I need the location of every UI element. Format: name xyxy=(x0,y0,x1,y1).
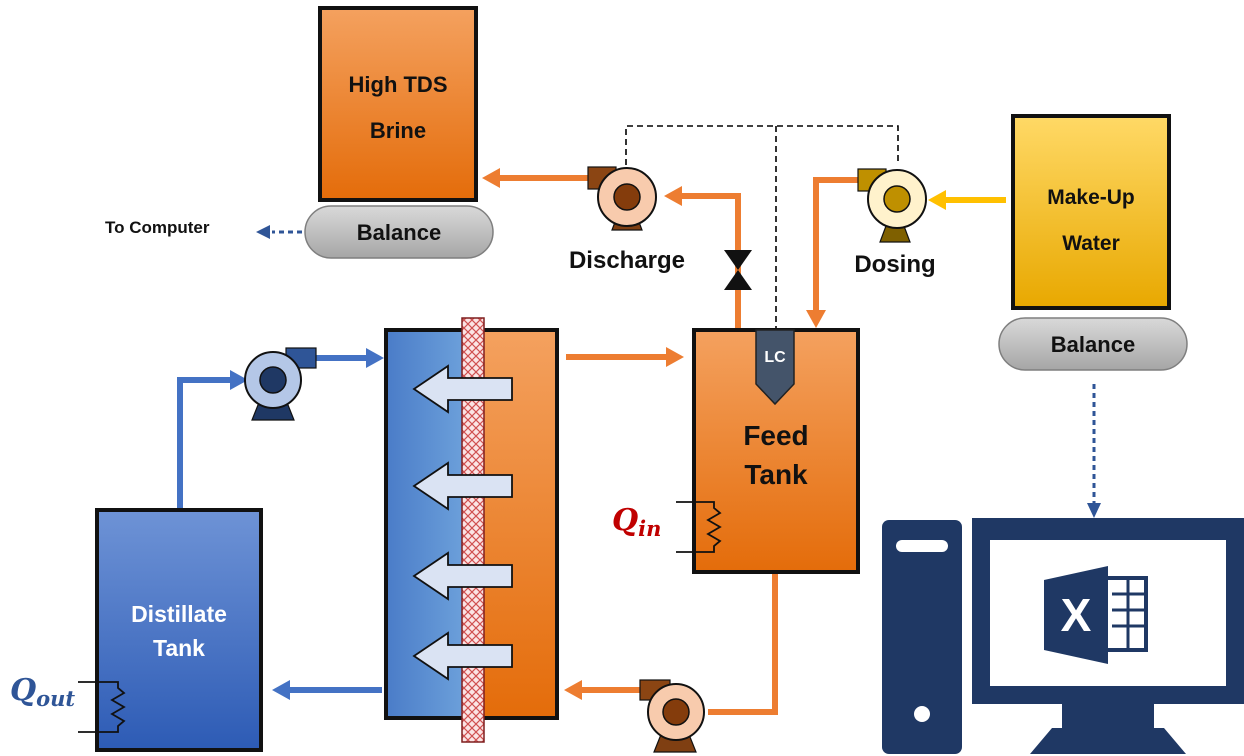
level-controller-icon: LC xyxy=(755,329,795,406)
brine-tank-line2: Brine xyxy=(370,118,426,143)
cooler-coil-icon xyxy=(78,681,126,733)
arrow-head xyxy=(366,348,384,368)
dosing-pump-label: Dosing xyxy=(854,251,935,278)
excel-icon: X xyxy=(1044,566,1148,664)
dosing-to-feed-line xyxy=(813,177,862,312)
distillate-tank: Distillate Tank xyxy=(95,508,263,752)
arrow-head xyxy=(272,680,290,700)
feed-tank-line2: Tank xyxy=(744,459,808,490)
distillate-up-line xyxy=(177,377,232,508)
membrane-module xyxy=(384,317,559,743)
flux-arrow xyxy=(412,551,513,601)
discharge-pump-label: Discharge xyxy=(569,247,685,274)
feed-pump-icon xyxy=(639,679,705,753)
feed-tank: Feed Tank xyxy=(692,328,860,574)
arrow-head xyxy=(806,310,826,328)
heat-in-label: Qin xyxy=(612,503,661,541)
signal-lines xyxy=(256,125,1101,518)
level-controller-label: LC xyxy=(764,349,786,366)
flux-arrow xyxy=(412,631,513,681)
excel-logo-letter: X xyxy=(1061,589,1092,641)
membrane-icon xyxy=(461,317,485,743)
dosing-pump-icon xyxy=(857,168,927,243)
discharge-pump-icon xyxy=(587,166,657,231)
to-computer-label: To Computer xyxy=(105,218,210,237)
distillate-tank-line1: Distillate xyxy=(131,601,227,627)
arrow-head xyxy=(482,168,500,188)
brine-tank-line1: High TDS xyxy=(349,72,448,97)
arrow-head xyxy=(564,680,582,700)
brine-tank: High TDS Brine xyxy=(318,6,478,202)
feed-tank-line1: Feed xyxy=(743,420,808,451)
makeup-balance-label: Balance xyxy=(1051,332,1135,357)
computer-tower-icon xyxy=(882,520,962,754)
heat-out-label: Qout xyxy=(10,673,75,711)
arrow-head xyxy=(256,225,270,239)
makeup-water-tank: Make-Up Water xyxy=(1011,114,1171,310)
arrow-head xyxy=(664,186,682,206)
brine-balance: Balance xyxy=(304,205,494,259)
arrow-head xyxy=(1087,503,1101,518)
flux-arrow xyxy=(412,364,513,414)
arrow-head xyxy=(230,370,248,390)
heater-coil-icon xyxy=(676,501,722,553)
cold-pump-icon xyxy=(244,347,317,421)
flux-arrow xyxy=(412,461,513,511)
vapor-flux-arrows xyxy=(412,364,513,681)
arrow-head xyxy=(928,190,946,210)
valve-icon xyxy=(724,250,752,290)
arrow-head xyxy=(666,347,684,367)
makeup-tank-line2: Water xyxy=(1062,232,1120,255)
distillate-tank-line2: Tank xyxy=(153,635,205,661)
makeup-balance: Balance xyxy=(998,317,1188,371)
brine-balance-label: Balance xyxy=(357,220,441,245)
makeup-tank-line1: Make-Up xyxy=(1047,186,1135,209)
feed-to-bottom-pump-line xyxy=(708,574,778,715)
feed-to-discharge-line xyxy=(682,193,741,330)
control-signal-line xyxy=(625,125,899,165)
